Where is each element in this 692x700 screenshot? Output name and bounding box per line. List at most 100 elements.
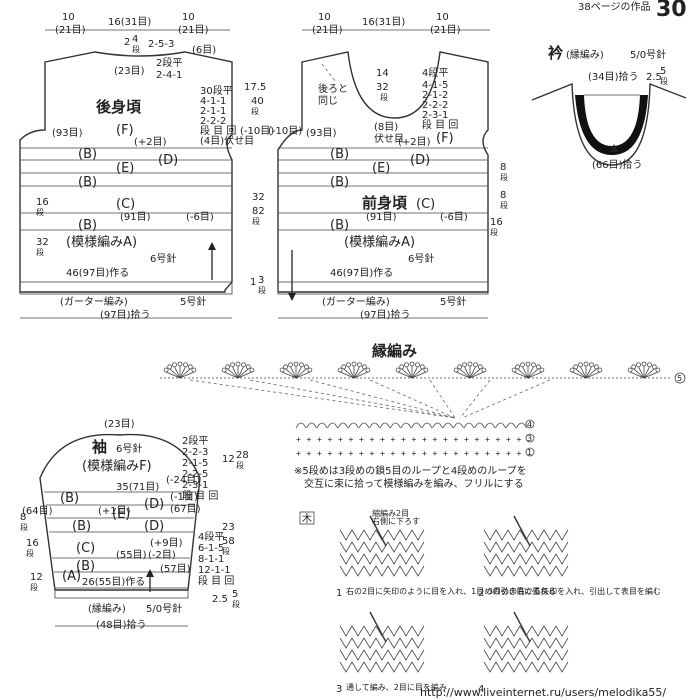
knit-stitch: [531, 625, 545, 637]
front-rows-16: 16: [490, 217, 503, 228]
knit-stitch: [411, 541, 425, 553]
technique-tip: 縮編み2目: [372, 508, 409, 518]
fan-stitch: [237, 366, 244, 379]
picot-loop: [361, 364, 367, 370]
sleeve-cap-6: 段 目 回: [182, 489, 218, 502]
back-neck-row-6: (23目): [114, 66, 145, 77]
knit-stitch: [555, 661, 569, 673]
fan-stitch: [585, 366, 592, 379]
picot-loop: [221, 367, 227, 373]
fan-stitch: [169, 368, 181, 379]
single-crochet-mark: +: [443, 449, 448, 458]
picot-loop: [351, 361, 357, 367]
knit-stitch: [363, 541, 377, 553]
fan-stitch: [522, 366, 529, 379]
knit-stitch: [339, 637, 353, 649]
knit-stitch: [483, 553, 497, 565]
back-cast-on: 46(97目)作る: [66, 267, 129, 279]
fan-stitch: [527, 366, 534, 379]
picot-loop: [457, 364, 463, 370]
knit-stitch: [543, 637, 557, 649]
picot-loop: [357, 362, 362, 368]
technique-symbol-box: [299, 511, 315, 525]
back-stitch-minus6: (-6目): [186, 212, 214, 223]
knit-stitch: [363, 565, 377, 577]
knit-stitch: [519, 661, 533, 673]
single-crochet-mark: +: [506, 449, 511, 458]
front-arrow-head: [288, 293, 296, 301]
fan-stitch: [527, 371, 543, 379]
knit-stitch: [543, 541, 557, 553]
front-neck-14: 14: [376, 68, 389, 79]
front-band-E: (E): [372, 161, 390, 176]
knit-stitch: [483, 565, 497, 577]
single-crochet-mark: +: [443, 435, 448, 444]
front-garter-label: (ガーター編み): [322, 295, 390, 308]
chain-loop: [442, 422, 454, 429]
picot-loop: [409, 361, 415, 367]
front-garter-band: [277, 281, 489, 295]
chain-loop: [295, 422, 307, 429]
back-neck-row-8: 2-4-1: [156, 70, 182, 81]
collar-title: 衿: [548, 44, 563, 62]
knit-stitch: [399, 649, 413, 661]
picot-loop: [245, 364, 251, 370]
collar-rows-unit: 段: [660, 76, 668, 86]
single-crochet-mark: +: [401, 435, 406, 444]
sleeve-minus24: (-24目): [166, 475, 200, 486]
back-bottom-rows-unit: 段: [258, 285, 266, 295]
front-body-title: 前身頃: [362, 194, 408, 212]
knit-stitch: [531, 565, 545, 577]
back-band-B3: (B): [78, 218, 97, 233]
picot-loop: [520, 362, 525, 368]
chain-loop: [306, 422, 317, 429]
back-stitch-93: (93目): [52, 128, 83, 139]
picot-loop: [573, 364, 579, 370]
sleeve-note-plus9: (+9目): [150, 538, 183, 549]
chain-loop: [432, 422, 443, 429]
single-crochet-mark: +: [517, 449, 522, 458]
back-rows-32-unit: 段: [36, 247, 44, 257]
sleeve-left-12: 12: [30, 572, 43, 583]
knit-stitch: [375, 625, 389, 637]
picot-loop: [511, 367, 517, 373]
knit-stitch: [339, 529, 353, 541]
knit-stitch: [363, 529, 377, 541]
sleeve-band-B2: (B): [72, 519, 91, 534]
collar-needle: 5/0号針: [630, 48, 666, 61]
back-arrow-head: [208, 242, 216, 250]
sleeve-band-D2: (D): [144, 519, 164, 534]
knit-stitch: [555, 529, 569, 541]
knit-stitch: [507, 637, 521, 649]
single-crochet-mark: +: [349, 449, 354, 458]
back-neck-row-2: 4: [132, 34, 138, 45]
fan-stitch: [339, 371, 355, 379]
sleeve-note-minus2: (-2目): [148, 550, 176, 561]
front-shoulder-3: 2-1-2: [422, 90, 448, 101]
sleeve-band-C: (C): [76, 541, 95, 556]
knit-stitch: [375, 529, 389, 541]
knit-stitch: [339, 541, 353, 553]
collar-outer-line: [531, 82, 687, 166]
knit-stitch: [351, 625, 365, 637]
picot-loop: [462, 362, 467, 368]
fan-stitch: [232, 366, 239, 379]
knit-stitch: [483, 661, 497, 673]
front-stitch-plus2: (+2目): [398, 137, 431, 148]
knit-stitch: [507, 625, 521, 637]
sleeve-cap-2: 2-2-3: [182, 447, 208, 458]
single-crochet-mark: +: [391, 435, 396, 444]
back-band-F: (F): [116, 123, 134, 138]
knit-stitch: [411, 649, 425, 661]
sleeve-left-16-unit: 段: [26, 548, 34, 558]
sleeve-left-8: 8: [20, 512, 26, 523]
row-marker-4: [525, 419, 535, 429]
fan-stitch: [517, 368, 529, 379]
knit-stitch: [543, 553, 557, 565]
sleeve-side-58: 58: [222, 536, 235, 547]
knit-stitch: [483, 637, 497, 649]
picot-loop: [191, 367, 197, 373]
front-dim-4: 10: [436, 12, 449, 23]
front-pattern-A: (模様編みA): [344, 234, 415, 250]
